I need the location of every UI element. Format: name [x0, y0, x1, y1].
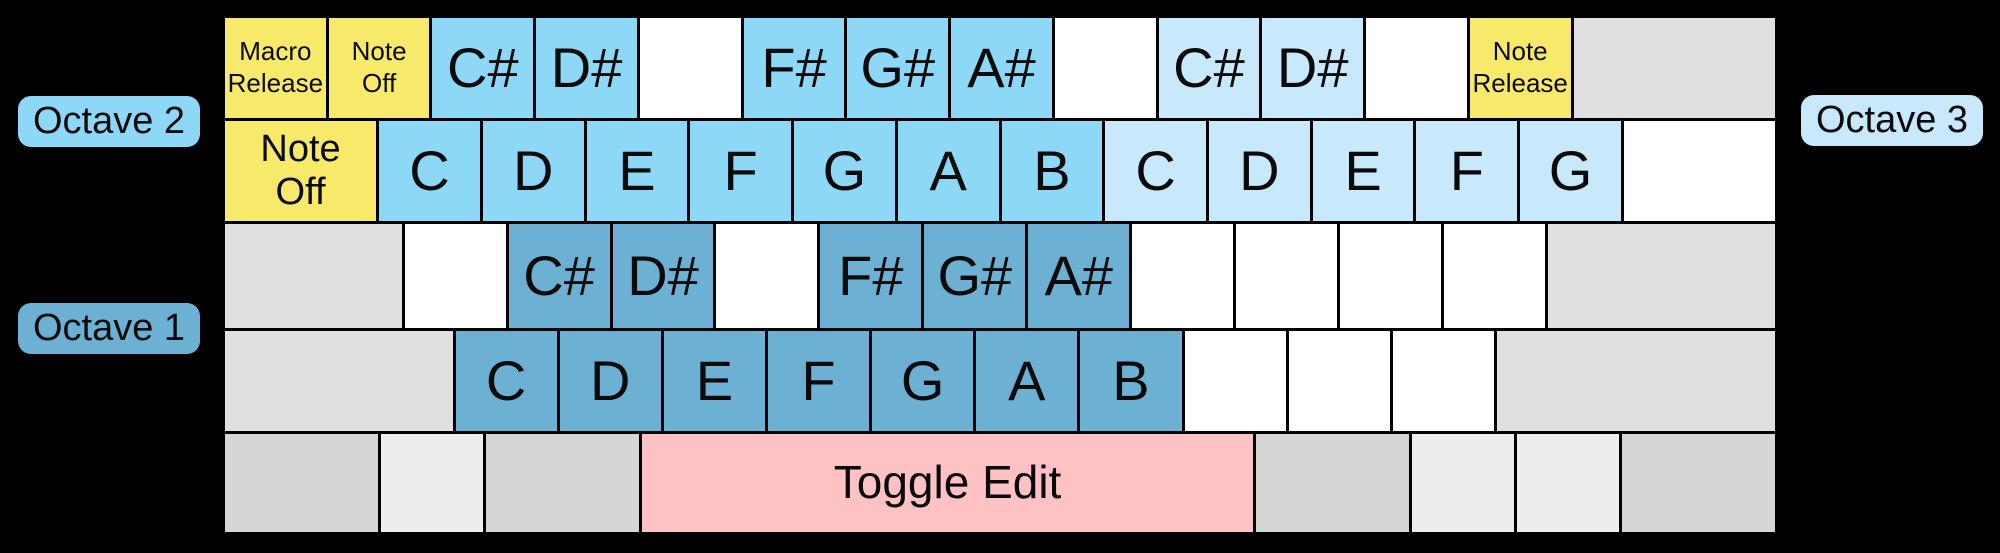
key-blank — [225, 331, 453, 431]
key-d: D — [559, 331, 661, 431]
octave-1-badge: Octave 1 — [18, 303, 200, 354]
key-c: C — [379, 121, 480, 221]
octave-3-badge: Octave 3 — [1801, 95, 1983, 146]
key-blank — [225, 434, 378, 532]
key-dsharp: D# — [612, 224, 714, 328]
key-asharp: A# — [1028, 224, 1130, 328]
key-g: G — [872, 331, 974, 431]
key-f: F — [1416, 121, 1518, 221]
key-gsharp: G# — [847, 18, 949, 118]
key-b: B — [1001, 121, 1103, 221]
key-csharp: C# — [432, 18, 534, 118]
key-g: G — [1520, 121, 1621, 221]
key-blank — [1392, 331, 1494, 431]
key-blank — [1444, 224, 1545, 328]
key-blank — [1366, 18, 1467, 118]
key-blank — [639, 18, 741, 118]
key-note-off: Note Off — [328, 18, 430, 118]
key-d: D — [482, 121, 584, 221]
key-a: A — [976, 331, 1078, 431]
key-e: E — [1312, 121, 1414, 221]
octave-2-badge: Octave 2 — [18, 96, 200, 147]
key-blank — [1132, 224, 1234, 328]
key-blank — [1256, 434, 1410, 532]
key-blank — [1412, 434, 1515, 532]
key-blank — [1547, 224, 1776, 328]
key-d: D — [1208, 121, 1310, 221]
key-csharp: C# — [1158, 18, 1260, 118]
key-f: F — [767, 331, 870, 431]
key-note-off: Note Off — [225, 121, 377, 221]
key-blank — [1517, 434, 1620, 532]
key-e: E — [586, 121, 688, 221]
key-blank — [1496, 331, 1776, 431]
key-a: A — [897, 121, 999, 221]
key-blank — [1623, 121, 1775, 221]
key-blank — [1340, 224, 1442, 328]
key-c: C — [1105, 121, 1206, 221]
key-g: G — [794, 121, 895, 221]
key-blank — [1236, 224, 1338, 328]
key-dsharp: D# — [536, 18, 637, 118]
key-blank — [1622, 434, 1776, 532]
key-asharp: A# — [951, 18, 1052, 118]
key-blank — [716, 224, 818, 328]
key-blank — [380, 434, 483, 532]
key-fsharp: F# — [743, 18, 845, 118]
key-gsharp: G# — [924, 224, 1026, 328]
key-f: F — [690, 121, 792, 221]
key-macro-release: Macro Release — [225, 18, 326, 118]
key-blank — [485, 434, 639, 532]
key-c: C — [455, 331, 557, 431]
key-dsharp: D# — [1262, 18, 1364, 118]
key-toggle-edit: Toggle Edit — [641, 434, 1254, 532]
key-note-release: Note Release — [1469, 18, 1571, 118]
key-blank — [225, 224, 402, 328]
key-blank — [1573, 18, 1776, 118]
key-blank — [1184, 331, 1286, 431]
key-e: E — [663, 331, 765, 431]
key-b: B — [1080, 331, 1182, 431]
keyboard-row: Toggle Edit — [225, 434, 1776, 532]
key-blank — [1054, 18, 1156, 118]
key-csharp: C# — [508, 224, 610, 328]
keyboard-row: C#D# F#G#A# — [225, 224, 1776, 328]
key-blank — [1288, 331, 1390, 431]
key-blank — [404, 224, 506, 328]
key-fsharp: F# — [820, 224, 922, 328]
